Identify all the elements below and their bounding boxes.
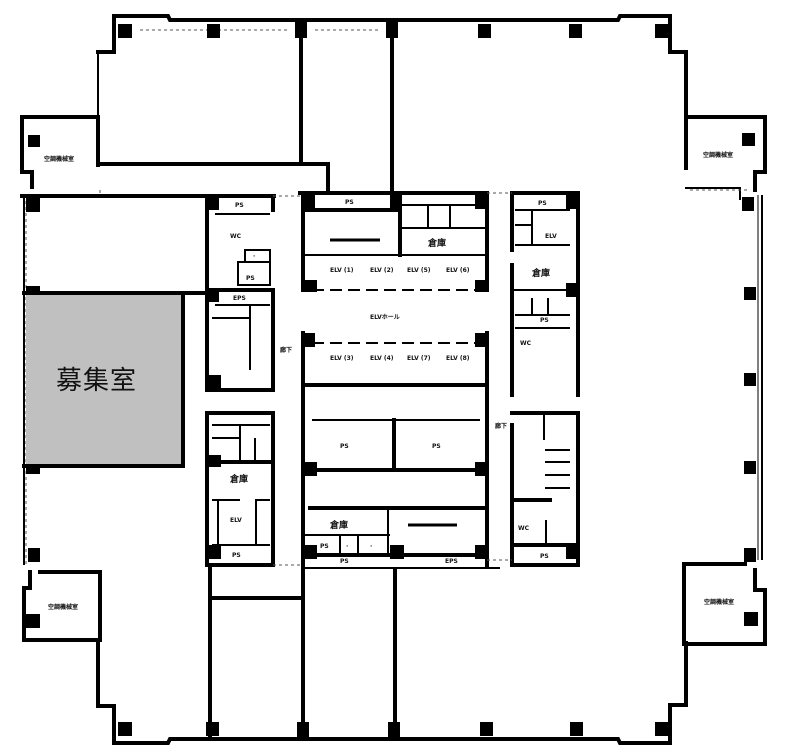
svg-text:·: · [346, 543, 348, 550]
svg-text:ELV (5): ELV (5) [407, 267, 431, 274]
svg-text:ELV (2): ELV (2) [370, 267, 394, 274]
svg-text:WC: WC [230, 233, 242, 240]
svg-text:倉庫: 倉庫 [329, 519, 348, 531]
annex-top-left: 空調機械室 [20, 115, 100, 189]
svg-text:PS: PS [540, 317, 549, 324]
top-partitions [20, 18, 489, 198]
highlighted-room[interactable] [22, 291, 185, 468]
svg-text:ELVホール: ELVホール [370, 314, 400, 321]
door-lines [99, 189, 750, 566]
svg-text:ELV (3): ELV (3) [330, 355, 354, 362]
svg-text:PS: PS [246, 275, 255, 282]
svg-text:WC: WC [518, 525, 530, 532]
annex-bottom-left: 空調機械室 [22, 548, 102, 642]
core-center: PS 倉庫 ELV (1) ELV (2) ELV (5) ELV (6) EL… [301, 191, 489, 567]
svg-text:ELV (8): ELV (8) [446, 355, 470, 362]
svg-text:PS: PS [340, 558, 349, 565]
core-left-lower: 倉庫 ELV PS [205, 411, 275, 567]
svg-text:PS: PS [345, 199, 354, 206]
svg-text:廊下: 廊下 [280, 346, 292, 354]
highlighted-room-label: 募集室 [56, 366, 138, 396]
svg-text:PS: PS [538, 200, 547, 207]
svg-text:ELV: ELV [230, 517, 242, 524]
svg-text:ELV (4): ELV (4) [370, 355, 394, 362]
svg-text:PS: PS [340, 443, 349, 450]
svg-text:廊下: 廊下 [495, 422, 507, 430]
svg-text:倉庫: 倉庫 [427, 237, 446, 249]
svg-text:ELV (1): ELV (1) [330, 267, 354, 274]
annex-top-right: 空調機械室 [684, 115, 767, 211]
svg-text:·: · [370, 543, 372, 550]
core-right-lower: WC PS 廊下 [495, 411, 580, 567]
svg-text:WC: WC [520, 340, 532, 347]
svg-text:ELV (6): ELV (6) [446, 267, 470, 274]
svg-text:EPS: EPS [445, 558, 458, 565]
bottom-partitions [208, 563, 500, 739]
svg-text:空調機械室: 空調機械室 [704, 598, 734, 606]
svg-text:倉庫: 倉庫 [229, 473, 248, 485]
svg-text:PS: PS [232, 552, 241, 559]
svg-text:倉庫: 倉庫 [531, 267, 550, 279]
svg-text:PS: PS [432, 443, 441, 450]
svg-text:空調機械室: 空調機械室 [44, 155, 74, 163]
core-left: PS WC · PS EPS 廊下 [205, 194, 292, 392]
svg-text:ELV: ELV [545, 233, 557, 240]
svg-text:EPS: EPS [233, 295, 246, 302]
svg-text:PS: PS [540, 553, 549, 560]
core-right: PS ELV 倉庫 PS WC [510, 191, 580, 397]
svg-text:PS: PS [320, 543, 329, 550]
svg-text:空調機械室: 空調機械室 [48, 603, 78, 611]
annex-bottom-right: 空調機械室 [682, 548, 767, 646]
svg-text:ELV (7): ELV (7) [407, 355, 431, 362]
svg-text:空調機械室: 空調機械室 [703, 151, 733, 159]
svg-text:PS: PS [235, 202, 244, 209]
svg-text:·: · [253, 253, 255, 260]
